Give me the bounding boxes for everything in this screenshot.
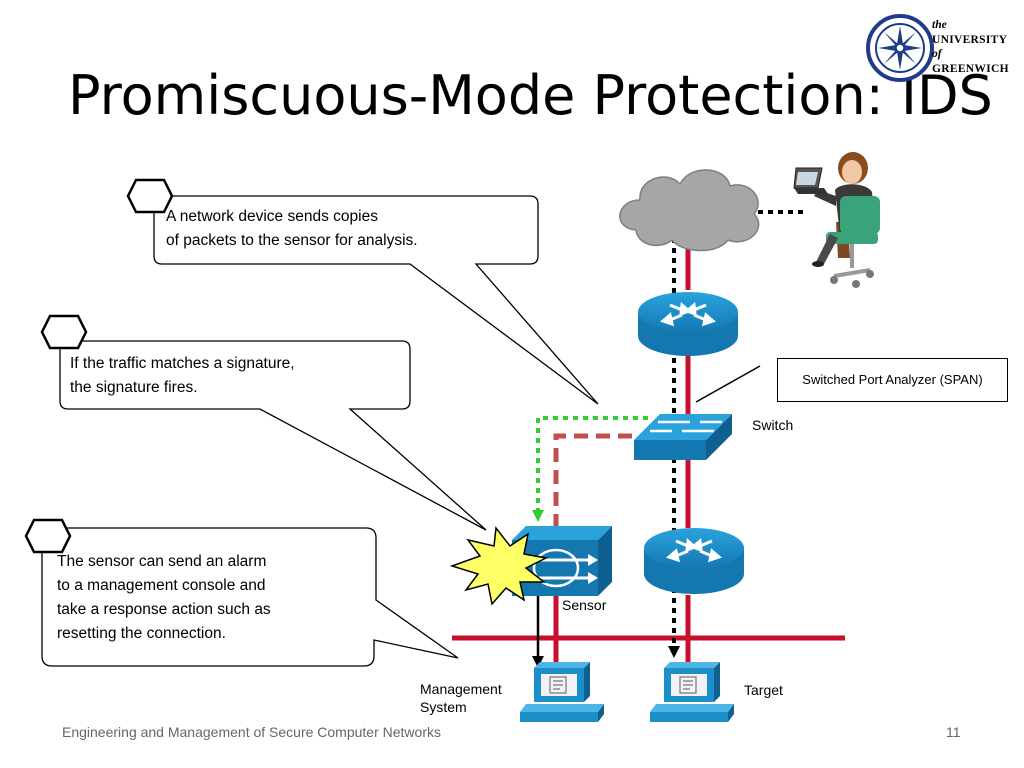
span-copy-path — [536, 416, 648, 512]
management-label: Management System — [420, 680, 502, 716]
callout-2-text: If the traffic matches a signature, the … — [70, 352, 295, 400]
alarm-arrowhead — [532, 656, 544, 668]
logo-line-greenwich: GREENWICH — [932, 62, 1009, 75]
callout-2-line-1: If the traffic matches a signature, — [70, 355, 295, 372]
sensor-icon — [512, 526, 612, 596]
callout-3-line-4: resetting the connection. — [57, 625, 226, 642]
step-number-1: 1 — [145, 187, 155, 204]
cloud-icon — [619, 169, 760, 252]
span-copy-arrowhead — [532, 510, 544, 522]
target-label: Target — [744, 682, 783, 698]
span-label: Switched Port Analyzer (SPAN) — [777, 358, 1008, 402]
university-seal-icon — [866, 14, 934, 82]
step-badge-3 — [24, 518, 72, 554]
callout-2-line-2: the signature fires. — [70, 379, 198, 396]
page-number: 11 — [946, 724, 961, 740]
slide-footer: Engineering and Management of Secure Com… — [62, 724, 441, 740]
step-badge-2 — [40, 314, 88, 350]
workstation-icon-target — [650, 662, 734, 722]
step-number-2: 2 — [59, 323, 69, 340]
callout-3-text: The sensor can send an alarm to a manage… — [57, 550, 271, 646]
logo-line-university: UNIVERSITY — [932, 33, 1008, 46]
university-name: the UNIVERSITY of GREENWICH — [932, 18, 1009, 76]
callout-1-line-2: of packets to the sensor for analysis. — [166, 232, 418, 249]
response-path — [553, 433, 644, 528]
sensor-label: Sensor — [562, 597, 607, 613]
router-icon-lower — [644, 528, 744, 594]
slide-title: Promiscuous-Mode Protection: IDS — [68, 64, 993, 127]
span-pointer — [695, 365, 761, 403]
logo-line-of: of — [932, 48, 942, 60]
attack-arrowhead — [668, 646, 680, 658]
callout-2 — [40, 314, 487, 531]
router-icon-upper — [638, 292, 738, 356]
callout-3 — [24, 518, 459, 667]
callout-3-line-3: take a response action such as — [57, 601, 271, 618]
switch-label: Switch — [752, 417, 794, 433]
logo-line-the: the — [932, 19, 947, 31]
management-label-line-2: System — [420, 699, 467, 715]
callout-1-text: A network device sends copies of packets… — [166, 205, 418, 253]
user-at-laptop-icon — [793, 152, 880, 288]
callout-3-line-1: The sensor can send an alarm — [57, 553, 267, 570]
alarm-burst-icon — [449, 526, 549, 606]
callout-1 — [126, 178, 599, 405]
step-badge-1 — [126, 178, 174, 214]
workstation-icon-management — [520, 662, 604, 722]
callout-1-line-1: A network device sends copies — [166, 208, 378, 225]
callout-3-line-2: to a management console and — [57, 577, 266, 594]
management-label-line-1: Management — [420, 681, 502, 697]
step-number-3: 3 — [43, 527, 53, 544]
switch-icon — [634, 365, 761, 460]
